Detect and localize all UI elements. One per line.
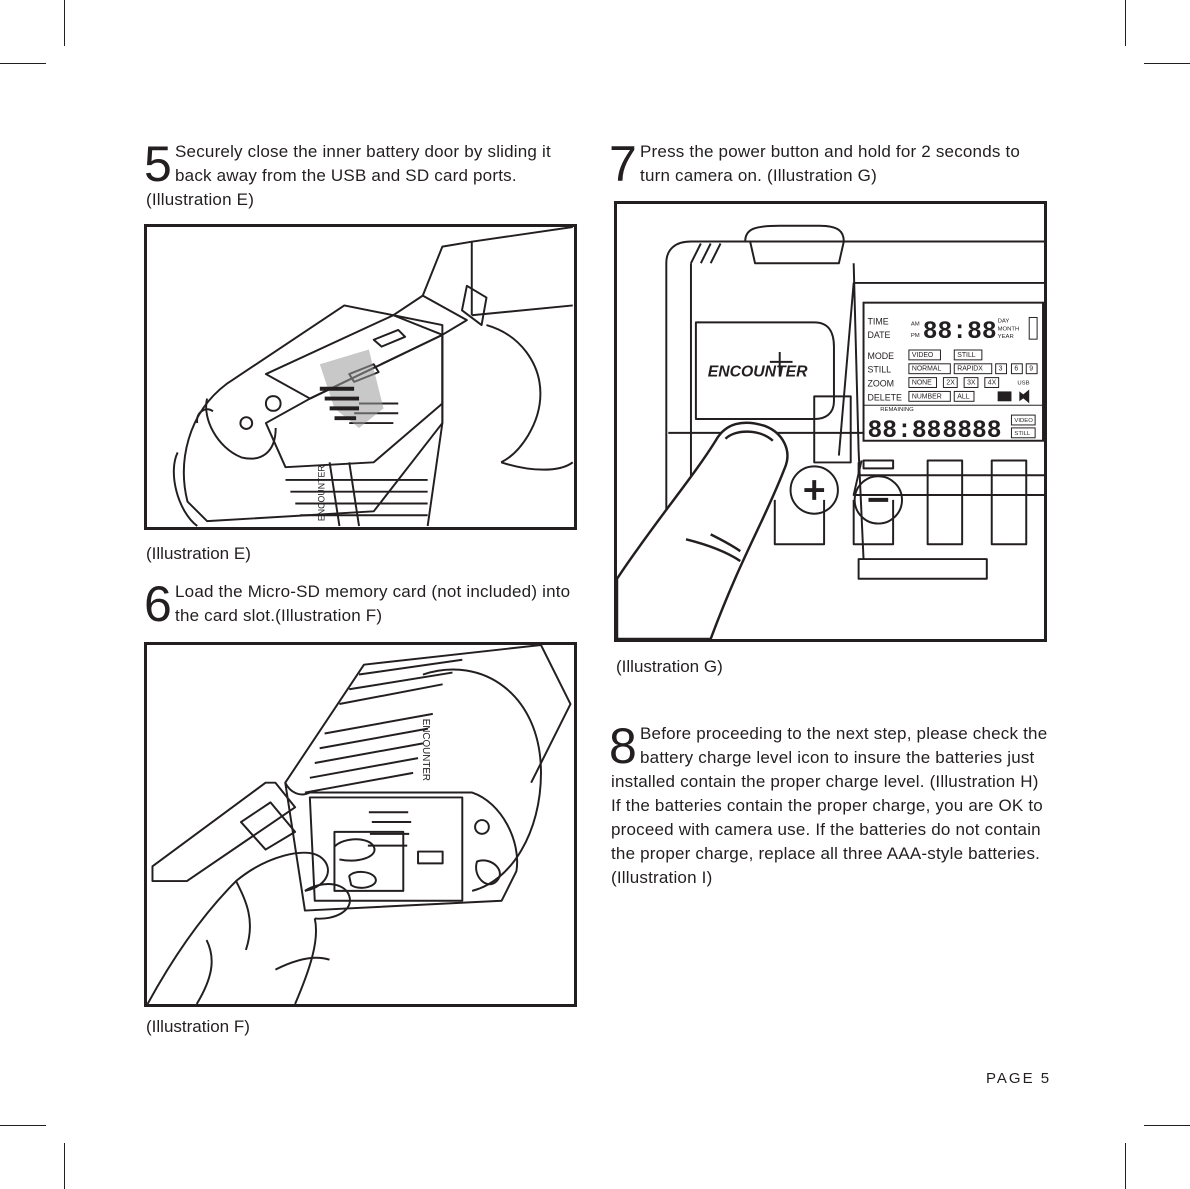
crop-mark [0,1125,46,1126]
lcd-still-2: STILL [1014,431,1030,437]
lcd-label-date: DATE [867,330,890,340]
crop-mark [1125,1143,1126,1189]
lcd-normal: NORMAL [912,366,942,373]
lcd-remaining: REMAINING [880,407,914,413]
lcd-6: 6 [1014,366,1018,373]
illustration-e: ENCOUNTER [144,224,577,530]
lcd-all: ALL [957,393,969,400]
caption-g: (Illustration G) [616,657,723,676]
lcd-label-still: STILL [867,365,891,375]
battery-door-drawing: ENCOUNTER [172,227,574,527]
lcd-clock-digits: 88:88 [923,318,997,346]
lcd-label-am: AM [911,321,920,327]
crop-mark [64,0,65,46]
lcd-rapidx: RAPIDX [957,366,983,373]
step-text: Load the Micro-SD memory card (not inclu… [175,582,571,625]
lcd-label-mode: MODE [867,351,894,361]
step-text: Securely close the inner battery door by… [146,142,551,209]
lcd-3: 3 [999,366,1003,373]
lcd-number: NUMBER [912,393,942,400]
step-8: 8 Before proceeding to the next step, pl… [609,718,1051,890]
step-number: 6 [144,576,173,632]
lcd-3x: 3X [967,380,976,387]
lcd-video: VIDEO [912,352,934,359]
crop-mark [1144,63,1190,64]
lcd-label-delete: DELETE [867,392,902,402]
step-text: Before proceeding to the next step, plea… [611,724,1048,887]
page-number: PAGE 5 [986,1070,1052,1087]
step-number: 8 [609,718,638,774]
lcd-label-pm: PM [911,333,920,339]
brand-label: ENCOUNTER [420,719,431,781]
lcd-9: 9 [1029,366,1033,373]
lcd-remaining-digits: 88:88 [867,417,941,445]
lcd-label-day: DAY [998,318,1010,324]
step-5: 5 Securely close the inner battery door … [144,136,578,212]
step-7: 7 Press the power button and hold for 2 … [609,136,1051,192]
svg-text:8888: 8888 [942,417,1001,445]
step-text: Press the power button and hold for 2 se… [640,142,1021,185]
crop-mark [64,1143,65,1189]
crop-mark [1125,0,1126,46]
crop-mark [1144,1125,1190,1126]
lcd-video-2: VIDEO [1014,418,1033,424]
step-number: 7 [609,136,638,192]
lcd-2x: 2X [946,380,955,387]
brand-label: ENCOUNTER [317,465,327,521]
step-6: 6 Load the Micro-SD memory card (not inc… [144,576,578,632]
lcd-label-month: MONTH [998,326,1020,332]
camera-power-drawing: TIME DATE AM PM 88:88 DAY MONTH YEAR MOD… [617,224,1044,639]
lcd-still: STILL [957,352,976,359]
step-number: 5 [144,136,173,192]
caption-f: (Illustration F) [146,1017,250,1036]
crop-mark [0,63,46,64]
encounter-logo: ENCOUNTER [708,364,808,381]
sd-card-drawing: ENCOUNTER [147,645,572,1004]
lcd-label-zoom: ZOOM [867,378,894,388]
lcd-usb: USB [1017,381,1029,387]
lcd-none: NONE [912,380,932,387]
lcd-4x: 4X [988,380,997,387]
lcd-label-time: TIME [867,316,888,326]
lcd-label-year: YEAR [998,334,1014,340]
illustration-g: TIME DATE AM PM 88:88 DAY MONTH YEAR MOD… [614,201,1047,642]
caption-e: (Illustration E) [146,544,251,563]
illustration-f: ENCOUNTER [144,642,577,1007]
